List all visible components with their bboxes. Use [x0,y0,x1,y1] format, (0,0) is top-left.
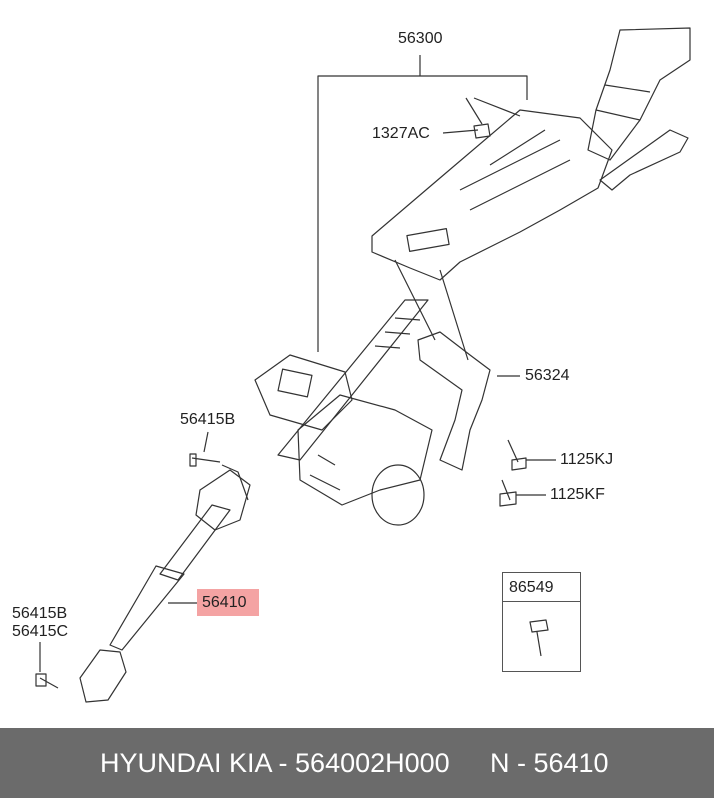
callout-56415b-lower: 56415B [12,605,68,622]
bolt-56415bc-lower [35,673,59,689]
highlight-56410 [197,589,259,616]
leader-56300 [317,55,528,352]
footer-ref-number: N - 56410 [490,748,609,778]
column-housing [254,354,353,431]
callout-56415b-upper: 56415B [180,411,236,428]
callout-56415c-lower: 56415C [12,623,69,640]
steering-column-diagram [35,27,691,703]
footer-bar: HYUNDAI KIA - 564002H000 N - 56410 [0,728,714,798]
callout-56300: 56300 [398,30,443,47]
leader-56415b-upper [203,431,209,453]
bolt-1125kf [499,479,517,507]
bolt-56415b-upper [189,453,221,467]
callout-1327ac: 1327AC [372,125,430,142]
intermediate-shaft [277,299,429,461]
inset-box-86549: 86549 [502,572,581,672]
callout-86549: 86549 [509,579,554,596]
motor-cap [371,464,425,526]
callout-56324: 56324 [525,367,570,384]
inset-bolt-86549 [529,619,549,657]
upper-column [587,27,691,161]
callout-1125kf: 1125KF [550,486,605,503]
tilt-bracket [371,109,613,281]
inset-header [503,573,580,602]
tilt-lever [599,129,689,191]
nut-1327ac [473,123,491,139]
bolt-1125kj [507,439,527,471]
upper-universal-joint [195,469,251,531]
lower-universal-joint [79,649,127,703]
eps-motor-housing [297,394,433,506]
mounting-bracket-56324 [417,331,491,471]
footer-part-number: HYUNDAI KIA - 564002H000 [100,748,450,778]
leader-1327ac [442,97,521,134]
callout-56410: 56410 [202,594,247,611]
lower-shaft [159,504,231,581]
callout-1125kj: 1125KJ [560,451,614,468]
